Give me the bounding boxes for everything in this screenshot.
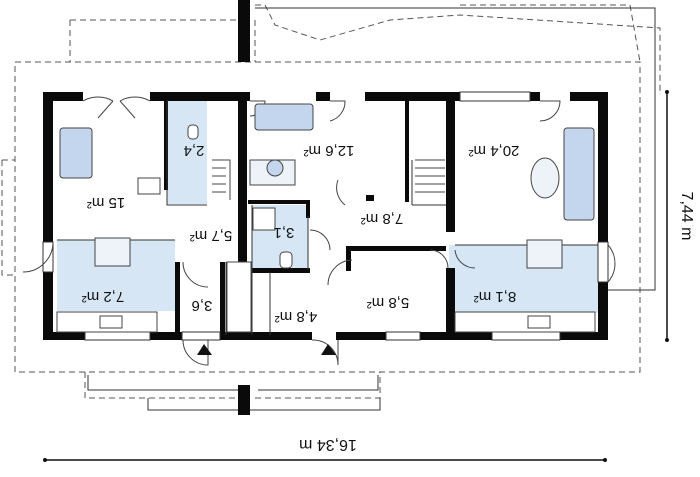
- room-label-kitchen-right: 8,1 m²: [474, 288, 517, 305]
- doors: [22, 96, 616, 366]
- furniture: [56, 103, 596, 333]
- room-label-entry-left: 3,6: [192, 297, 213, 314]
- sofa-top: [254, 103, 314, 131]
- sofa-right: [563, 127, 595, 221]
- wall-int-8: [248, 268, 310, 273]
- fill-kitchen-81: [449, 245, 601, 313]
- wall-north-1: [43, 92, 83, 101]
- room-label-storage: 5,8 m²: [367, 294, 410, 311]
- wall-east-2: [598, 282, 608, 340]
- window-east: [597, 241, 609, 283]
- bath-shower: [252, 207, 276, 231]
- wall-int-7: [346, 246, 351, 271]
- dining-table-left: [94, 237, 131, 267]
- stairs: [212, 159, 445, 200]
- wc-bowl: [187, 124, 199, 140]
- room-label-office: 12,6 m²: [304, 142, 355, 159]
- wall-north-6: [530, 92, 540, 101]
- wall-south-5: [420, 332, 492, 340]
- sink-left: [99, 315, 123, 329]
- room-label-hall-center: 7,8 m²: [361, 210, 404, 227]
- wall-int-2: [446, 92, 455, 232]
- coffee-table: [530, 157, 560, 199]
- room-label-kitchen-left: 7,2 m²: [82, 288, 125, 305]
- window-bath: [181, 331, 221, 341]
- room-labels: 15 m² 2,4 12,6 m² 20,4 m² 5,7 m² 3,1 7,8…: [82, 142, 520, 325]
- fill-wc-24: [167, 100, 207, 204]
- wall-int-3: [446, 268, 455, 340]
- wall-int-6: [348, 246, 446, 251]
- desk-chair: [266, 159, 284, 177]
- wall-south-2: [150, 332, 182, 340]
- terrace-lines: [87, 7, 656, 411]
- entrances: [197, 344, 336, 355]
- wall-int-4: [405, 92, 409, 202]
- wall-east-1: [598, 92, 608, 242]
- sink-right: [527, 315, 551, 329]
- room-label-entry-center: 4,8 m²: [275, 308, 318, 325]
- wall-south-1: [43, 332, 85, 340]
- wall-west-1: [43, 92, 53, 242]
- wall-south-3: [220, 332, 312, 340]
- entrance-arrow-1: [197, 344, 212, 355]
- window-west: [42, 241, 54, 273]
- wall-north-5: [365, 92, 460, 101]
- room-label-hall-left: 5,7 m²: [190, 227, 233, 244]
- window-south-3: [491, 331, 561, 341]
- kitchen-counter-right: [454, 311, 596, 333]
- wall-int-13: [306, 200, 310, 218]
- wall-int-5: [366, 195, 374, 201]
- wall-int-9: [220, 262, 225, 337]
- sofa-left: [59, 127, 93, 179]
- dining-table-right: [526, 239, 563, 269]
- wardrobe: [226, 261, 252, 333]
- walls: [43, 0, 608, 415]
- wall-int-14: [238, 0, 250, 62]
- room-label-wc: 2,4: [184, 142, 205, 159]
- bath-toilet: [279, 251, 293, 269]
- dimension-width-label: 16,34 m: [299, 436, 357, 453]
- wall-north-7: [570, 92, 608, 101]
- wall-west-2: [43, 272, 53, 340]
- wall-north-2: [150, 92, 242, 101]
- dimension-depth-label: 7,44 m: [678, 192, 695, 241]
- wall-int-12: [248, 200, 308, 204]
- room-label-bath: 3,1: [274, 224, 295, 241]
- wall-int-10: [175, 262, 180, 337]
- window-south-1: [84, 331, 151, 341]
- wall-int-15: [238, 385, 250, 415]
- dimension-width: 16,34 m: [43, 436, 607, 462]
- entrance-arrow-2: [321, 344, 336, 355]
- room-label-living-left: 15 m²: [87, 194, 125, 211]
- wall-south-4: [336, 332, 386, 340]
- wall-int-1: [238, 92, 247, 270]
- window-south-2: [385, 331, 421, 341]
- wall-south-6: [560, 332, 608, 340]
- room-label-living-right: 20,4 m²: [469, 142, 520, 159]
- dimension-depth: 7,44 m: [665, 90, 695, 342]
- wall-north-4: [316, 92, 330, 101]
- room-fills: [57, 100, 601, 313]
- wall-int-11: [164, 100, 168, 190]
- radiator: [137, 177, 161, 195]
- window-north-1: [459, 91, 531, 102]
